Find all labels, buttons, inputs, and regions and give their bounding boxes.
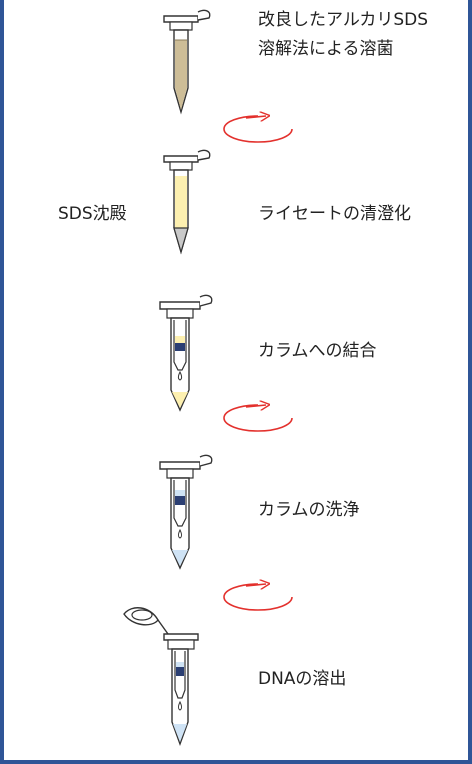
step-lysis-label-line2: 溶解法による溶菌: [258, 39, 394, 59]
step-washing-label: カラムの洗浄: [258, 500, 360, 520]
washing-column-icon: [159, 454, 213, 570]
step-clearing-label: ライセートの清澄化: [258, 204, 411, 224]
lysis-tube-icon: [163, 9, 211, 115]
elution-tube-icon: [123, 607, 199, 747]
step-elution-label: DNAの溶出: [258, 669, 347, 689]
sds-precipitate-label: SDS沈殿: [58, 204, 127, 224]
step-binding-label: カラムへの結合: [258, 341, 377, 361]
centrifuge-arrow-icon: [223, 584, 293, 611]
centrifuge-arrow-icon: [223, 405, 293, 432]
cleared-lysate-tube-icon: [163, 149, 211, 255]
centrifuge-arrow-icon: [223, 116, 293, 143]
binding-column-icon: [159, 294, 213, 412]
step-lysis-label-line1: 改良したアルカリSDS: [258, 10, 428, 30]
